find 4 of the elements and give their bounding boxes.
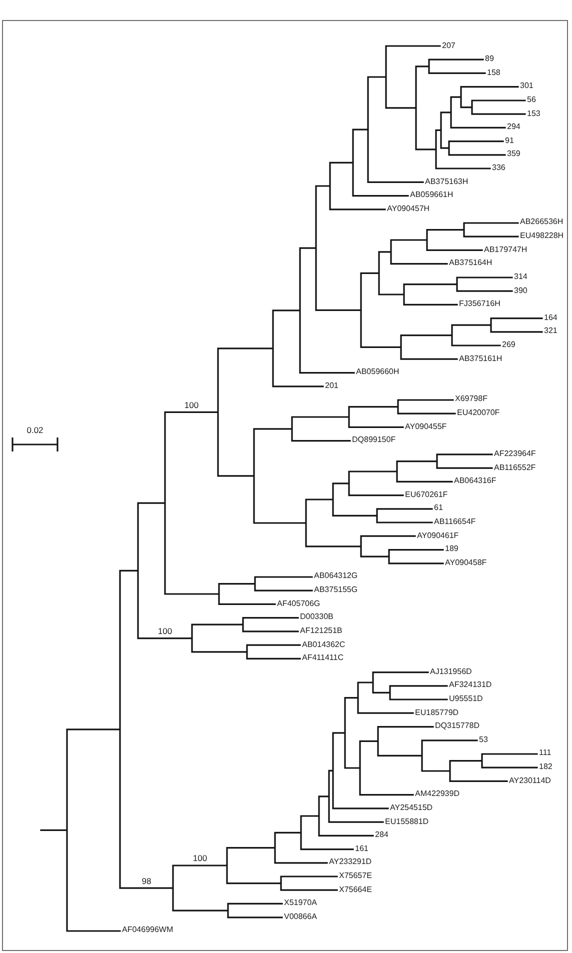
leaf-label: 182 <box>539 763 552 772</box>
leaf-label: 321 <box>544 327 558 336</box>
leaf-label: 164 <box>544 314 558 322</box>
scale-label: 0.02 <box>26 426 44 434</box>
